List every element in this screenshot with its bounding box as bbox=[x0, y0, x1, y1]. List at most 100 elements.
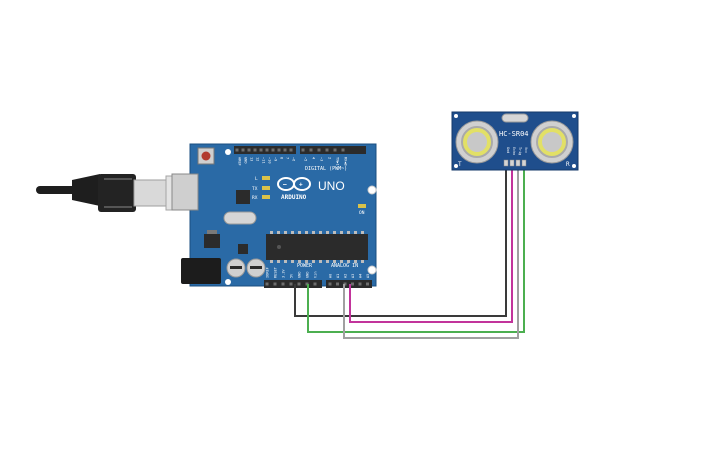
sensor-pin[interactable] bbox=[509, 159, 515, 167]
chip-pin bbox=[354, 260, 357, 263]
chip-pin bbox=[284, 231, 287, 234]
header-pin[interactable] bbox=[358, 282, 362, 286]
digital-pin-label: ~3 bbox=[319, 157, 323, 161]
header-pin[interactable] bbox=[301, 148, 305, 152]
usb-chip bbox=[236, 190, 250, 204]
header-pin[interactable] bbox=[351, 282, 354, 286]
analog-pin-label: A2 bbox=[343, 274, 347, 278]
header-pin[interactable] bbox=[241, 148, 245, 152]
chip-pin bbox=[305, 260, 308, 263]
crystal-oscillator bbox=[223, 211, 257, 225]
sensor-crystal bbox=[501, 113, 529, 123]
chip-pin bbox=[361, 231, 364, 234]
mounting-hole bbox=[367, 185, 377, 195]
header-pin[interactable] bbox=[277, 148, 281, 152]
arduino-logo: – + ARDUINO bbox=[277, 177, 311, 201]
sensor-pin-label: Trig bbox=[518, 147, 522, 155]
sensor-pins bbox=[503, 159, 527, 167]
digital-pin-label: ~9 bbox=[273, 157, 277, 161]
digital-pin-label: AREF bbox=[237, 157, 241, 166]
chip-pin bbox=[298, 231, 301, 234]
header-pin[interactable] bbox=[271, 148, 275, 152]
header-pin[interactable] bbox=[253, 148, 257, 152]
sensor-pin[interactable] bbox=[503, 159, 509, 167]
svg-text:–: – bbox=[283, 182, 287, 189]
power-pin-label: GND bbox=[305, 272, 309, 279]
digital-pin-label: 13 bbox=[249, 157, 253, 161]
header-pin[interactable] bbox=[328, 282, 332, 286]
digital-pin-label: TX▶1 bbox=[335, 157, 339, 166]
wire-5v[interactable] bbox=[307, 166, 525, 333]
power-pin-label: GND bbox=[297, 272, 301, 279]
header-pin[interactable] bbox=[341, 148, 345, 152]
chip-pin bbox=[347, 231, 350, 234]
chip-pin bbox=[312, 231, 315, 234]
chip-pin bbox=[361, 260, 364, 263]
header-pin[interactable] bbox=[259, 148, 263, 152]
board-usb-jack bbox=[171, 173, 199, 211]
chip-pin bbox=[333, 231, 336, 234]
digital-pin-label: 2 bbox=[327, 157, 331, 159]
svg-text:+: + bbox=[299, 182, 303, 189]
digital-pin-label: ~5 bbox=[303, 157, 307, 161]
usb-plug-metal bbox=[133, 179, 169, 207]
header-pin[interactable] bbox=[325, 148, 329, 152]
header-pin[interactable] bbox=[265, 148, 269, 152]
digital-pin-label: ~10 bbox=[267, 157, 271, 164]
smd-component bbox=[238, 244, 248, 254]
sensor-model-label: HC-SR04 bbox=[499, 130, 529, 138]
header-pin[interactable] bbox=[309, 148, 313, 152]
digital-pin-label: GND bbox=[243, 157, 247, 164]
chip-pin bbox=[284, 260, 287, 263]
l-led bbox=[262, 176, 270, 180]
svg-text:TX: TX bbox=[252, 186, 258, 192]
svg-text:L: L bbox=[255, 176, 258, 182]
power-pin-label: 5V bbox=[289, 273, 293, 278]
transmitter-label: T bbox=[458, 161, 462, 168]
header-pin[interactable] bbox=[313, 282, 317, 286]
header-pin[interactable] bbox=[336, 282, 339, 286]
wire-a0-trig[interactable] bbox=[343, 166, 519, 339]
header-pin[interactable] bbox=[333, 148, 337, 152]
digital-pin-label: RX◀0 bbox=[343, 157, 347, 166]
digital-pin-label: 7 bbox=[285, 157, 289, 159]
chip-pin bbox=[291, 231, 294, 234]
header-pin[interactable] bbox=[235, 148, 239, 152]
wires bbox=[294, 166, 525, 339]
chip-pin bbox=[340, 260, 343, 263]
header-pin[interactable] bbox=[366, 282, 369, 286]
chip-pin bbox=[340, 231, 343, 234]
svg-text:RX: RX bbox=[252, 195, 258, 201]
chip-pin bbox=[312, 260, 315, 263]
digital-header bbox=[234, 146, 366, 154]
usb-strain-relief bbox=[72, 174, 100, 206]
sensor-pin[interactable] bbox=[521, 159, 527, 167]
chip-pin bbox=[277, 260, 280, 263]
header-pin[interactable] bbox=[289, 282, 293, 286]
analog-pin-label: A0 bbox=[328, 274, 332, 278]
usb-plug-body bbox=[98, 174, 136, 212]
chip-pin bbox=[326, 231, 329, 234]
tx-led bbox=[262, 186, 270, 190]
sensor-pin[interactable] bbox=[515, 159, 521, 167]
chip-pin bbox=[305, 231, 308, 234]
header-pin[interactable] bbox=[283, 148, 287, 152]
header-pin[interactable] bbox=[317, 148, 321, 152]
header-pin[interactable] bbox=[265, 282, 269, 286]
header-pin[interactable] bbox=[289, 148, 293, 152]
chip-pin bbox=[319, 260, 322, 263]
mounting-hole bbox=[367, 265, 377, 275]
wire-a1-echo[interactable] bbox=[349, 166, 513, 323]
header-pin[interactable] bbox=[297, 282, 301, 286]
header-pin[interactable] bbox=[273, 282, 277, 286]
brand-label: ARDUINO bbox=[281, 194, 307, 201]
voltage-regulator bbox=[204, 234, 220, 248]
header-pin[interactable] bbox=[281, 282, 285, 286]
wire-gnd[interactable] bbox=[294, 166, 507, 317]
header-pin[interactable] bbox=[247, 148, 251, 152]
